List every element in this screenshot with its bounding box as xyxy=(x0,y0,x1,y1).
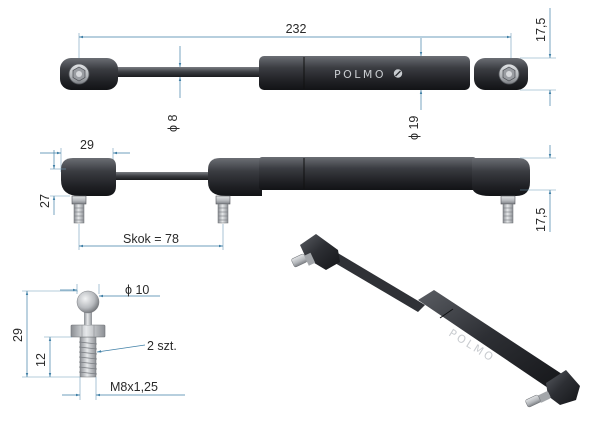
cylinder-body xyxy=(259,56,470,90)
length-label: 232 xyxy=(286,22,307,36)
thread-label: M8x1,25 xyxy=(110,380,158,394)
cylinder-body xyxy=(259,157,476,190)
iso-piston-rod xyxy=(318,246,425,312)
stud-hex-collar xyxy=(70,324,106,338)
left-threaded-stud xyxy=(73,203,85,224)
thread-height-label: 12 xyxy=(34,353,48,367)
left-hex-nut xyxy=(71,195,87,205)
iso-body-seam xyxy=(439,308,454,319)
qty-label: 2 szt. xyxy=(147,339,177,353)
middle-end-fitting xyxy=(208,158,262,196)
offset-label: 17,5 xyxy=(534,208,548,232)
stud-ball xyxy=(76,290,100,314)
iso-lower-nut xyxy=(537,391,551,403)
body-dia-label: ϕ 19 xyxy=(407,116,421,140)
ball-dia-label: ϕ 10 xyxy=(125,283,149,297)
qty-leader-line xyxy=(96,344,146,353)
stroke-label: Skok = 78 xyxy=(123,232,179,246)
rod-dia-label: ϕ 8 xyxy=(166,115,180,132)
brand-logo-text: POLMO xyxy=(334,68,386,81)
middle-thread-lines xyxy=(218,207,228,221)
iso-lower-stud xyxy=(525,394,541,408)
right-hex-nut xyxy=(500,195,516,205)
right-threaded-stud xyxy=(502,203,514,224)
width-label: 29 xyxy=(80,138,94,152)
side-view: 29 27 xyxy=(38,138,556,250)
left-stud-tip xyxy=(76,71,82,77)
stud-neck xyxy=(84,310,92,325)
right-end-fitting xyxy=(472,158,530,196)
piston-rod xyxy=(110,172,220,180)
end-height-label: 17,5 xyxy=(534,18,548,42)
left-end-fitting xyxy=(61,158,116,196)
right-thread-lines xyxy=(503,207,513,221)
total-height-label: 29 xyxy=(11,328,25,342)
iso-lower-fitting xyxy=(546,370,580,405)
iso-upper-nut xyxy=(304,252,316,266)
iso-upper-fitting xyxy=(300,234,340,270)
iso-cylinder-body xyxy=(418,290,568,392)
stud-thread-lines xyxy=(78,341,98,375)
right-stud-tip xyxy=(506,71,512,77)
middle-threaded-stud xyxy=(217,203,229,224)
top-view: 232 POLMO 17,5 ϕ 8 ϕ 19 xyxy=(60,8,556,140)
piston-rod xyxy=(110,67,265,77)
middle-hex-nut xyxy=(215,195,231,205)
left-thread-lines xyxy=(74,207,84,221)
ball-stud-detail: ϕ 10 29 12 2 szt. M8x1,25 xyxy=(11,283,185,400)
isometric-view: POLMO xyxy=(291,234,580,408)
brand-logo-slash xyxy=(395,70,401,77)
height-label: 27 xyxy=(38,194,52,208)
